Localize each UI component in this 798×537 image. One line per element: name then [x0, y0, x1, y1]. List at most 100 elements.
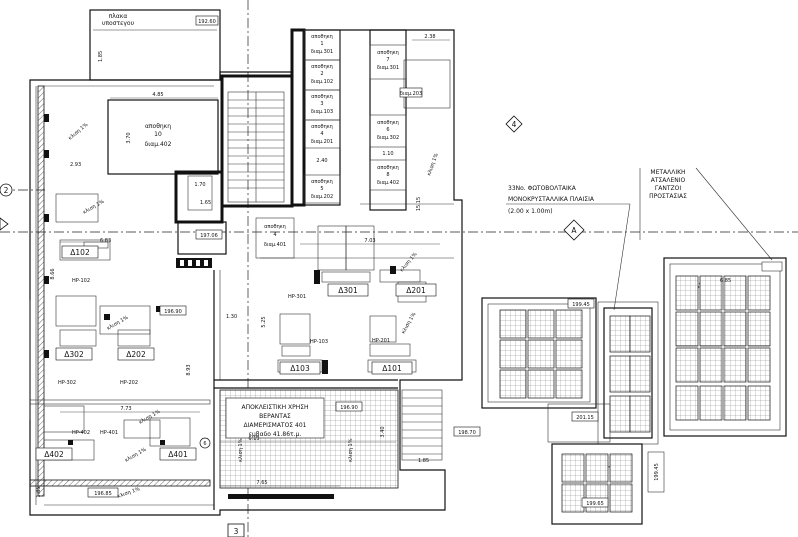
svg-text:Δ401: Δ401 — [168, 450, 188, 459]
gantry-line-3: ΓΑΝΤΖΟΙ — [655, 185, 681, 192]
dim-1-65: 1.65 — [200, 200, 211, 206]
svg-text:διαμ.202: διαμ.202 — [311, 194, 333, 200]
external-stair: 198.70 — [401, 389, 481, 461]
svg-text:αποθηκη: αποθηκη — [377, 50, 399, 56]
storage-unit-6: αποθηκη 6 διαμ.302 — [369, 114, 407, 148]
svg-text:4: 4 — [320, 131, 323, 137]
svg-text:Δ301: Δ301 — [338, 286, 358, 295]
hp-201: HP-201 — [372, 338, 390, 344]
dimensions: 4.85 3.70 2.93 1.85 6.83 8.66 7.03 5.25 … — [36, 51, 440, 498]
gantry-line-2: ΑΤΣΑΛΕΝΙΟ — [651, 177, 686, 184]
pv-roof-left: 199.45 — [481, 297, 597, 409]
svg-text:διαμ.203: διαμ.203 — [400, 91, 422, 97]
dim-5-25: 5.25 — [261, 316, 267, 327]
svg-text:διαμ.103: διαμ.103 — [311, 109, 333, 115]
veranda-line-1: ΑΠΟΚΛΕΙΣΤΙΚΗ ΧΡΗΣΗ — [241, 404, 308, 411]
level-hp301-area: 196.90 — [164, 309, 182, 315]
level-right-low: 199.45 — [654, 463, 660, 481]
axis-marker-6: 6 — [199, 437, 211, 449]
dim-7-65: 7.65 — [256, 480, 267, 486]
pv-type: ΜΟΝΟΚΡΥΣΤΑΛΛΙΚΑ ΠΛΑΙΣΙΑ — [508, 196, 595, 203]
svg-text:αποθηκη: αποθηκη — [311, 124, 333, 130]
dim-1-70: 1.70 — [194, 182, 205, 188]
veranda-line-2: ΒΕΡΑΝΤΑΣ — [259, 413, 291, 420]
unit-d402: Δ402 — [35, 447, 73, 461]
dim-1-85-c: 1.85 — [36, 486, 42, 497]
slope-10: κλιση 1% — [401, 311, 418, 335]
left-wing — [29, 193, 211, 461]
storage-unit-9: διαμ.203 — [399, 59, 451, 109]
svg-text:διαμ.301: διαμ.301 — [311, 49, 333, 55]
storage-column: αποθηκη 1 διαμ.301 αποθηκη 2 διαμ.102 απ… — [290, 28, 451, 211]
svg-text:Δ402: Δ402 — [44, 450, 64, 459]
pv-callout: 33Νο. ΦΩΤΟΒΟΛΤΑΙΚΑ ΜΟΝΟΚΡΥΣΤΑΛΛΙΚΑ ΠΛΑΙΣ… — [506, 185, 631, 311]
elevator-shaft: 1.70 197.06 — [174, 170, 227, 268]
svg-text:αποθηκη: αποθηκη — [264, 224, 286, 230]
storage-unit-3: αποθηκη 3 διαμ.103 — [303, 89, 341, 121]
dim-4-85: 4.85 — [152, 92, 163, 98]
dim-3-70: 3.70 — [126, 132, 132, 143]
dim-1-85-b: 1.85 — [418, 458, 429, 464]
svg-text:4: 4 — [273, 232, 276, 238]
svg-text:διαμ.402: διαμ.402 — [377, 180, 399, 186]
unit-d101: Δ101 — [371, 361, 413, 375]
slope-5: κλιση 1% — [124, 447, 148, 464]
svg-text:αποθηκη: αποθηκη — [311, 34, 333, 40]
dim-1-85: 1.85 — [98, 51, 104, 62]
storage-10-num: 10 — [154, 131, 162, 138]
svg-text:αποθηκη: αποθηκη — [377, 120, 399, 126]
svg-text:Δ101: Δ101 — [382, 364, 402, 373]
storage-10-ref: διαμ.402 — [145, 141, 172, 148]
svg-text:διαμ.301: διαμ.301 — [377, 65, 399, 71]
level-bottom-pv: 199.65 — [586, 501, 604, 507]
unit-d202: Δ202 — [117, 347, 155, 361]
svg-text:A: A — [571, 226, 577, 235]
roof-slab: πλακα υποστεγου 192.60 — [89, 9, 221, 81]
dim-2-38: 2.38 — [424, 34, 435, 40]
veranda-line-4: εμβαδο 41.86τ.μ. — [249, 431, 302, 438]
svg-text:διαμ.102: διαμ.102 — [311, 79, 333, 85]
hp-401: HP-401 — [100, 430, 118, 436]
stair-core — [220, 74, 294, 208]
dim-6-83: 6.83 — [100, 238, 111, 244]
dim-2-93: 2.93 — [70, 162, 81, 168]
hp-103: HP-103 — [310, 339, 328, 345]
unit-d102: Δ102 — [61, 245, 99, 259]
storage-unit-1: αποθηκη 1 διαμ.301 — [303, 29, 341, 61]
axis-marker-a-right: A — [563, 219, 585, 241]
gantry-callout: ΜΕΤΑΛΛΙΚΗ ΑΤΣΑΛΕΝΙΟ ΓΑΝΤΖΟΙ ΠΡΟΣΤΑΣΙΑΣ — [639, 167, 773, 261]
hp-402: HP-402 — [72, 430, 90, 436]
svg-text:αποθηκη: αποθηκη — [377, 165, 399, 171]
level-corridor: 198.70 — [458, 430, 476, 436]
axis-marker-3: 3 — [227, 523, 245, 537]
level-markers: 196.90 196.85 — [87, 305, 187, 498]
dim-6-13: 6.13 — [248, 436, 259, 442]
slope-6: κλιση 1% — [117, 486, 141, 500]
axis-marker-2: 2 — [0, 183, 13, 197]
svg-text:Δ201: Δ201 — [406, 286, 426, 295]
slope-7: κλιση 1% — [238, 438, 244, 462]
unit-d201: Δ201 — [395, 283, 437, 297]
slope-1: κλιση 1% — [67, 122, 89, 142]
slope-2: κλιση 1% — [82, 199, 106, 216]
gantry-line-1: ΜΕΤΑΛΛΙΚΗ — [650, 169, 685, 176]
unit-labels: Δ102 Δ302 Δ202 Δ402 Δ401 Δ301 Δ201 Δ103 … — [35, 245, 437, 461]
slope-8: κλιση 1% — [348, 438, 354, 462]
svg-text:6: 6 — [203, 441, 206, 447]
level-unit-197-06: 197.06 — [200, 233, 218, 239]
level-small-pv: 201.15 — [576, 415, 594, 421]
svg-text:2: 2 — [4, 186, 9, 195]
level-pv-main: 199.45 — [572, 302, 590, 308]
unit-d401: Δ401 — [159, 447, 197, 461]
dim-15-15: 15.15 — [416, 197, 422, 211]
svg-text:3: 3 — [320, 101, 323, 107]
pv-roof-right: 6.85 — [663, 257, 787, 437]
veranda-401: ΑΠΟΚΛΕΙΣΤΙΚΗ ΧΡΗΣΗ ΒΕΡΑΝΤΑΣ ΔΙΑΜΕΡΙΣΜΑΤΟ… — [219, 389, 399, 499]
hp-301: HP-301 — [288, 294, 306, 300]
veranda-line-3: ΔΙΑΜΕΡΙΣΜΑΤΟΣ 401 — [244, 422, 307, 429]
storage-unit-2: αποθηκη 2 διαμ.102 — [303, 59, 341, 91]
dim-1-10: 1.10 — [382, 151, 393, 157]
internal-walls — [29, 203, 454, 510]
